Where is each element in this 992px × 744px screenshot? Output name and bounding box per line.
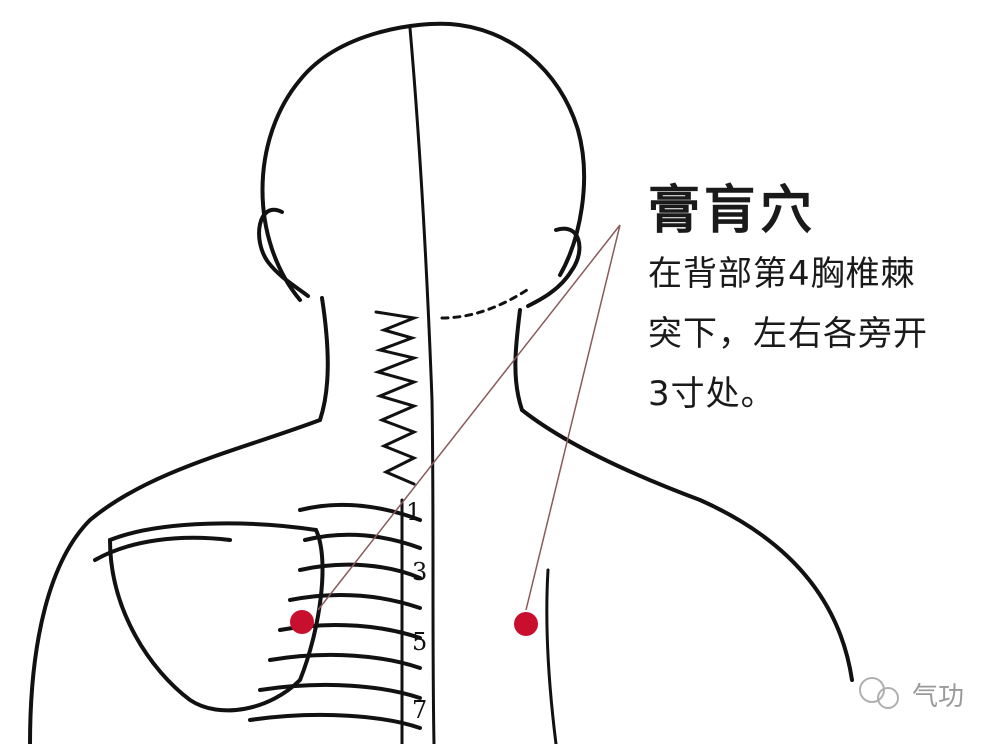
head-outline (263, 24, 585, 300)
watermark-text: 气功 (912, 676, 964, 713)
vertebra-label: 3 (412, 558, 427, 586)
vertebra-label: 1 (406, 498, 421, 526)
pointer-line-left (318, 225, 620, 610)
neck-right (515, 310, 522, 410)
acupoint-description-line-1: 在背部第4胸椎棘 (648, 246, 916, 295)
wechat-watermark-icon (860, 678, 898, 708)
acupoint-description-line-3: 3寸处。 (648, 366, 776, 415)
rib (250, 715, 420, 728)
right-shoulder (522, 410, 852, 680)
neck-left (320, 298, 328, 420)
scapula (110, 523, 323, 710)
pointer-line-right (526, 225, 620, 610)
rib (270, 655, 420, 668)
acromion (95, 538, 230, 560)
acupoint-marker-right (514, 612, 538, 636)
right-back-line (547, 570, 556, 744)
cervical-spine (376, 312, 414, 484)
hairline (442, 288, 530, 318)
right-ear (528, 229, 579, 306)
vertebra-label: 7 (412, 696, 427, 724)
acupoint-marker-left (290, 610, 314, 634)
acupoint-name: 膏肓穴 (648, 168, 816, 243)
acupoint-description-line-2: 突下，左右各旁开 (648, 306, 928, 355)
vertebra-label: 5 (412, 628, 427, 656)
